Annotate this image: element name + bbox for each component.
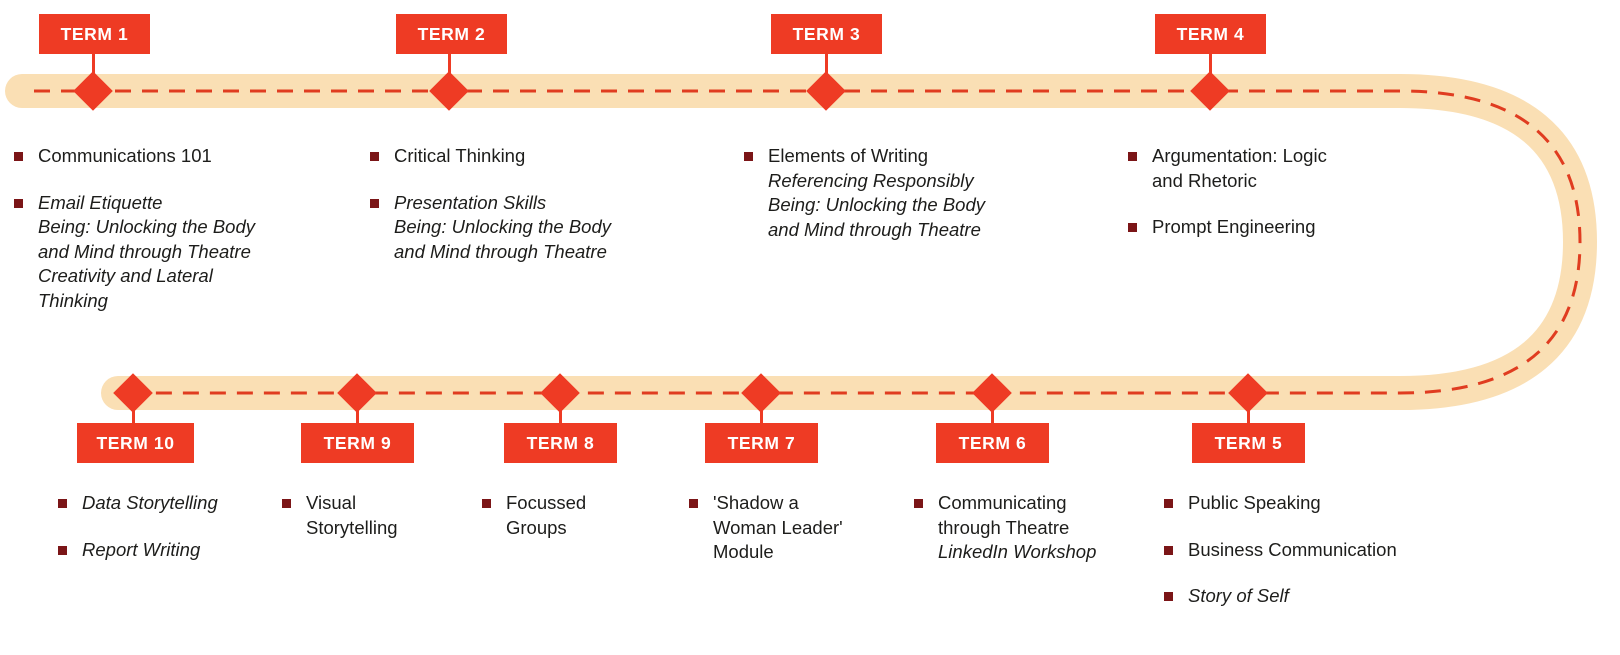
course-line: Focussed	[506, 492, 587, 513]
course-line: Storytelling	[306, 516, 398, 538]
course-line: Prompt Engineering	[1152, 216, 1316, 237]
course-line: Argumentation: Logic	[1152, 145, 1327, 166]
course-line: Report Writing	[82, 538, 201, 560]
course-line: Groups	[506, 516, 567, 538]
course-line: Module	[713, 541, 774, 562]
course-line: through Theatre	[938, 516, 1070, 538]
course-line: Thinking	[38, 289, 108, 311]
course-line: Presentation Skills	[394, 191, 547, 213]
milestone-diamond-term-2[interactable]	[429, 71, 469, 111]
course-line: and Mind through Theatre	[38, 240, 251, 262]
course-line: Woman Leader'	[713, 516, 843, 538]
term-label-term-7[interactable]: TERM 7	[705, 423, 818, 463]
course-line: Business Communication	[1188, 538, 1397, 560]
term-label-term-4[interactable]: TERM 4	[1155, 14, 1266, 54]
milestone-diamond-term-6[interactable]	[972, 373, 1012, 413]
course-line: Referencing Responsibly	[768, 169, 974, 191]
term-label-term-1[interactable]: TERM 1	[39, 14, 150, 54]
course-line: and Rhetoric	[1152, 169, 1257, 191]
course-item: Prompt Engineering	[1128, 215, 1428, 240]
course-line: Email Etiquette	[38, 191, 163, 213]
course-line: and Mind through Theatre	[394, 240, 607, 262]
course-item: Business Communication	[1164, 538, 1494, 563]
course-line: Critical Thinking	[394, 145, 526, 166]
term-label-term-6[interactable]: TERM 6	[936, 423, 1049, 463]
milestone-diamond-term-10[interactable]	[113, 373, 153, 413]
milestone-diamond-term-5[interactable]	[1228, 373, 1268, 413]
course-item: Public Speaking	[1164, 491, 1494, 516]
course-item: Report Writing	[58, 538, 298, 563]
course-line: Being: Unlocking the Body	[394, 216, 611, 237]
course-line: Data Storytelling	[82, 492, 218, 513]
milestone-diamond-term-3[interactable]	[806, 71, 846, 111]
milestone-diamond-term-1[interactable]	[73, 71, 113, 111]
course-item: Critical Thinking	[370, 144, 700, 169]
course-line: and Mind through Theatre	[768, 218, 981, 240]
course-line: Visual	[306, 492, 357, 513]
course-item: 'Shadow a Woman Leader' Module	[689, 491, 899, 565]
term-label-term-8[interactable]: TERM 8	[504, 423, 617, 463]
course-item: Story of Self	[1164, 584, 1494, 609]
course-line: LinkedIn Workshop	[938, 541, 1097, 562]
course-item: Data Storytelling	[58, 491, 298, 516]
course-line: Communications 101	[38, 145, 212, 166]
course-item: Argumentation: Logic and Rhetoric	[1128, 144, 1428, 193]
term-label-term-10[interactable]: TERM 10	[77, 423, 194, 463]
milestone-diamond-term-8[interactable]	[540, 373, 580, 413]
milestone-diamond-term-4[interactable]	[1190, 71, 1230, 111]
course-line: Story of Self	[1188, 585, 1289, 606]
course-line: 'Shadow a	[713, 492, 799, 513]
course-line: Being: Unlocking the Body	[38, 216, 255, 237]
term-label-term-3[interactable]: TERM 3	[771, 14, 882, 54]
course-line: Public Speaking	[1188, 492, 1321, 513]
course-line: Creativity and Lateral	[38, 265, 213, 286]
term-label-term-9[interactable]: TERM 9	[301, 423, 414, 463]
milestone-diamond-term-9[interactable]	[337, 373, 377, 413]
course-item: Communications 101	[14, 144, 344, 169]
course-list-term-7: 'Shadow a Woman Leader' Module	[689, 491, 899, 565]
course-line: Being: Unlocking the Body	[768, 194, 985, 215]
course-line: Communicating	[938, 492, 1067, 513]
milestone-diamond-term-7[interactable]	[741, 373, 781, 413]
term-label-term-5[interactable]: TERM 5	[1192, 423, 1305, 463]
term-label-term-2[interactable]: TERM 2	[396, 14, 507, 54]
course-line: Elements of Writing	[768, 145, 929, 166]
